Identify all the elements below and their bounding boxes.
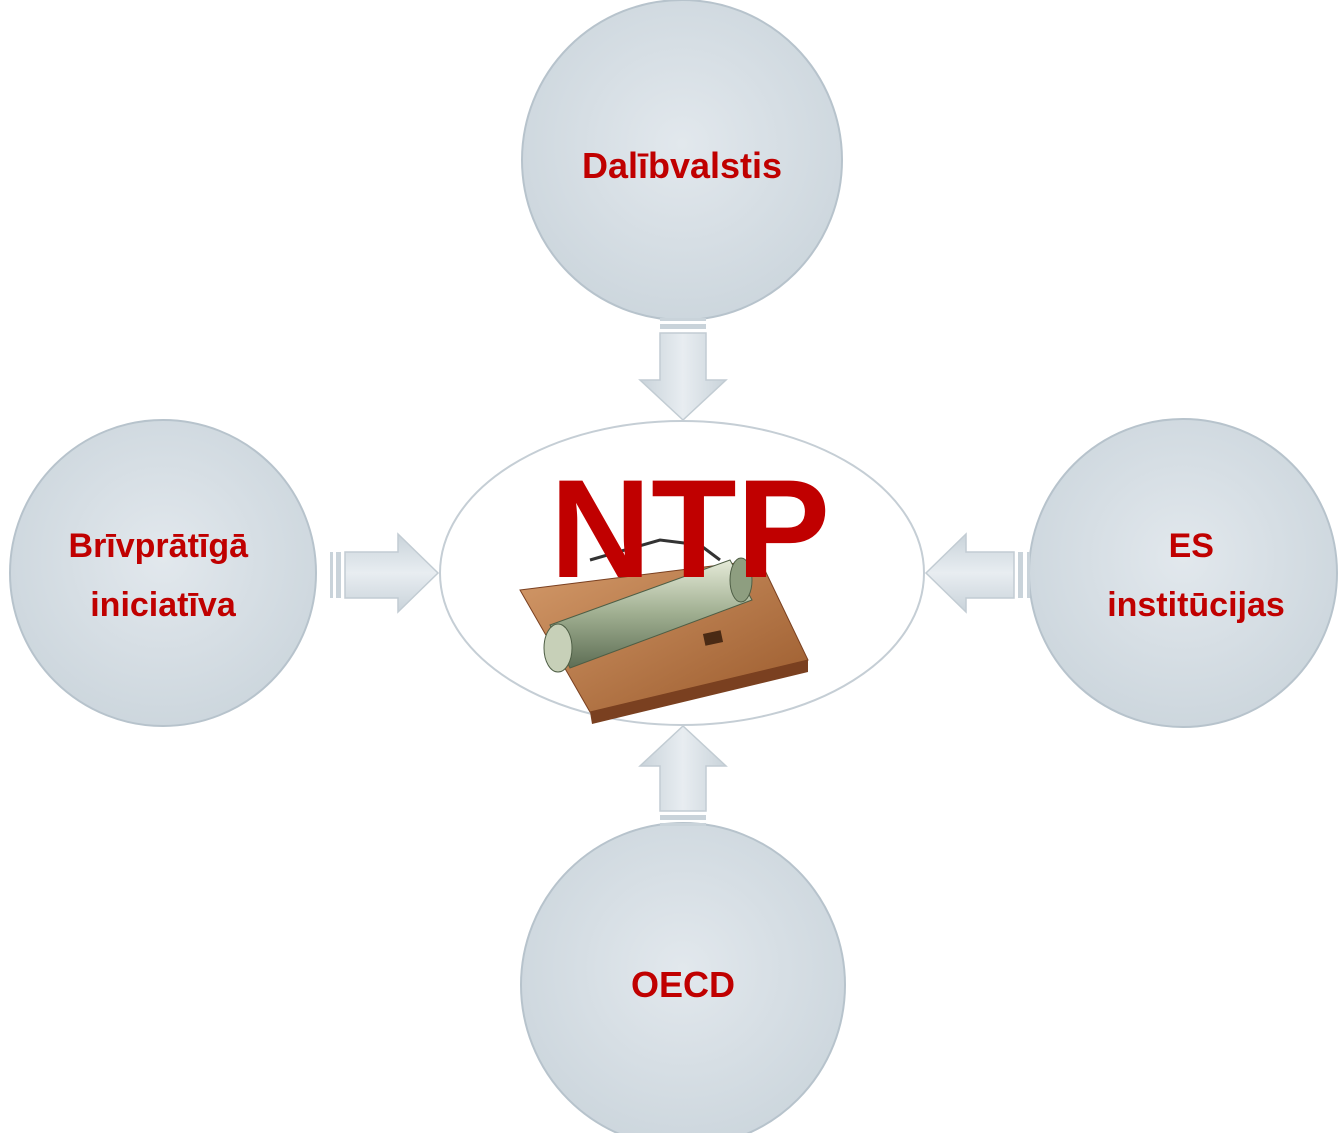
- arrow-bottom-icon: [638, 724, 728, 812]
- arrow-bottom-stripe-2: [660, 815, 706, 820]
- bill-slot: [702, 630, 724, 646]
- node-left-line-2: iniciatīva: [90, 586, 237, 624]
- node-bottom: OECD: [520, 822, 846, 1133]
- node-top-label: Dalībvalstis: [582, 145, 782, 186]
- arrow-right-stripe-2: [1018, 552, 1023, 598]
- trap-base-edge: [590, 660, 808, 724]
- arrow-top-icon: [638, 332, 728, 422]
- trap-wire: [589, 538, 721, 562]
- arrow-top-stripe-1: [660, 318, 706, 321]
- arrow-top: [638, 318, 728, 422]
- node-right-line-2: institūcijas: [1107, 586, 1285, 624]
- arrow-left-icon: [344, 532, 440, 614]
- node-bottom-line-1: OECD: [631, 964, 735, 1005]
- arrow-right-stripe-1: [1027, 552, 1030, 598]
- node-left-label: Brīvprātīgā iniciatīva: [69, 527, 258, 624]
- node-bottom-label: OECD: [631, 964, 735, 1005]
- rolled-bill-end-right: [729, 557, 753, 603]
- center-label-text: NTP: [550, 450, 830, 607]
- arrow-bottom-stripe-1: [660, 823, 706, 826]
- arrow-left-stripe-2: [336, 552, 341, 598]
- arrow-right: [924, 532, 1030, 614]
- node-left-circle: [9, 419, 317, 727]
- node-left: Brīvprātīgā iniciatīva: [9, 419, 317, 727]
- arrow-top-stripe-2: [660, 324, 706, 329]
- node-right-label: ES institūcijas: [1107, 527, 1285, 624]
- node-right: ES institūcijas: [1028, 418, 1338, 728]
- center-label: NTP: [550, 450, 830, 607]
- node-right-line-1: ES: [1169, 527, 1214, 565]
- arrow-bottom: [638, 724, 728, 826]
- rolled-bill-end: [543, 623, 573, 673]
- center-node: NTP: [439, 420, 925, 726]
- node-right-circle: [1028, 418, 1338, 728]
- node-top-line-1: Dalībvalstis: [582, 145, 782, 186]
- arrow-left-stripe-1: [330, 552, 333, 598]
- arrow-left: [330, 532, 440, 614]
- node-left-line-1: Brīvprātīgā: [69, 527, 250, 565]
- node-top: Dalībvalstis: [521, 0, 843, 321]
- arrow-right-icon: [924, 532, 1015, 614]
- money-mousetrap-picture: [519, 538, 809, 724]
